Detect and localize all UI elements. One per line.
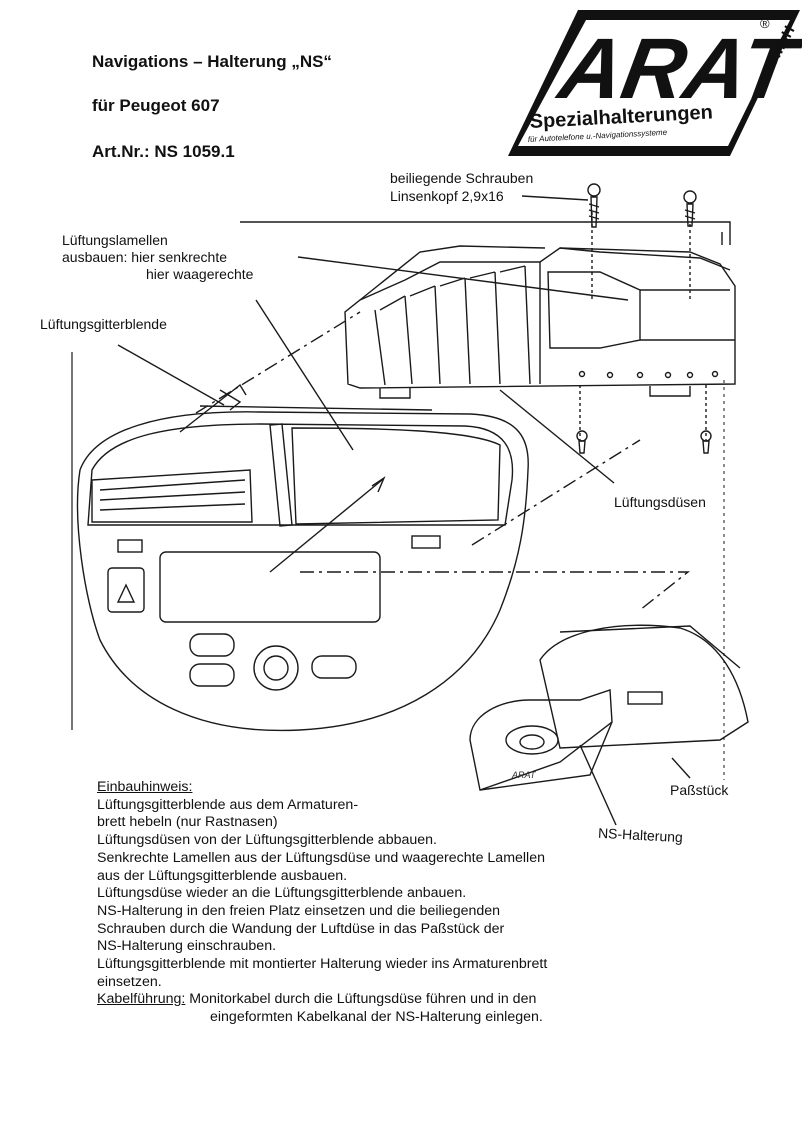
- instruction-line: Lüftungsdüse wieder an die Lüftungsgitte…: [97, 885, 467, 902]
- dashboard-console: [76, 383, 529, 732]
- svg-text:ARAT: ARAT: [511, 770, 537, 780]
- screw-top-left: [587, 183, 601, 228]
- cable-line-1: Monitorkabel durch die Lüftungsdüse führ…: [185, 991, 537, 1008]
- svg-text:®: ®: [760, 16, 770, 31]
- instruction-line: aus der Lüftungsgitterblende ausbauen.: [97, 867, 348, 884]
- instruction-line: Lüftungsdüsen von der Lüftungsgitterblen…: [97, 832, 437, 849]
- screw-top-right: [683, 190, 697, 227]
- instruction-line: NS-Halterung in den freien Platz einsetz…: [97, 902, 501, 919]
- gitterblende-label: Lüftungsgitterblende: [40, 316, 167, 332]
- passstueck-label: Paßstück: [670, 782, 729, 798]
- screws-label-line1: beiliegende Schrauben: [390, 170, 534, 186]
- duesen-label: Lüftungsdüsen: [614, 494, 706, 510]
- page-title: Navigations – Halterung „NS“: [92, 52, 332, 71]
- instruction-line: einsetzen.: [97, 973, 162, 990]
- cable-heading: Kabelführung:: [97, 991, 186, 1008]
- svg-text:ARAT: ARAT: [551, 22, 802, 117]
- screws-label-line2: Linsenkopf 2,9x16: [390, 188, 504, 204]
- instructions-heading: Einbauhinweis:: [97, 779, 193, 795]
- instruction-line: Senkrechte Lamellen aus der Lüftungsdüse…: [97, 849, 545, 866]
- lamellen-label-line2: ausbauen: hier senkrechte: [62, 249, 227, 265]
- lamellen-label-line1: Lüftungslamellen: [62, 232, 168, 248]
- instruction-line: Lüftungsgitterblende mit montierter Halt…: [97, 956, 548, 973]
- lamellen-label-line3: hier waagerechte: [146, 266, 254, 282]
- instruction-line: NS-Halterung einschrauben.: [97, 938, 277, 955]
- air-vent-assembly: [344, 245, 736, 399]
- installation-instructions: Einbauhinweis: Lüftungsgitterblende aus …: [97, 779, 547, 1027]
- arat-logo: ARAT ® GmbH Spezialhalterungen für Autot…: [508, 10, 802, 156]
- instruction-line: Schrauben durch die Wandung der Luftdüse…: [97, 920, 505, 937]
- instruction-line: Lüftungsgitterblende aus dem Armaturen-: [97, 796, 359, 813]
- ns-holder-and-adapter: ARAT: [469, 624, 749, 791]
- cable-line-2: eingeformten Kabelkanal der NS-Halterung…: [210, 1009, 543, 1026]
- instruction-line: brett hebeln (nur Rastnasen): [97, 814, 278, 831]
- vehicle-subtitle: für Peugeot 607: [92, 96, 220, 115]
- article-number: Art.Nr.: NS 1059.1: [92, 142, 235, 161]
